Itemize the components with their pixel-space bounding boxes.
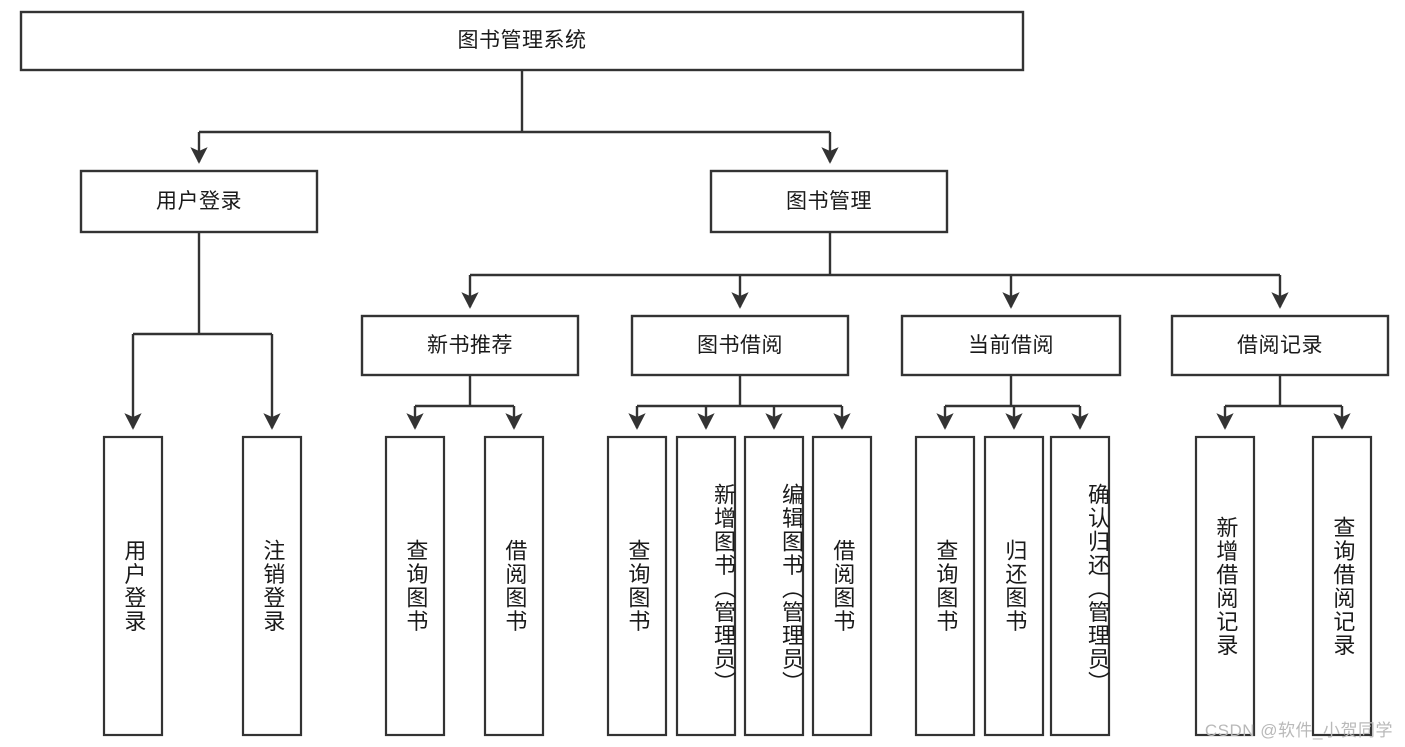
node-box-leaf-user-logout[interactable]: [241, 435, 303, 737]
node-box-leaf-query-record[interactable]: [1311, 435, 1373, 737]
connector-book-manage-bus: [470, 232, 1280, 307]
node-box-leaf-add-record[interactable]: [1194, 435, 1256, 737]
node-box-borrow-record[interactable]: [1170, 314, 1390, 377]
node-box-current-borrow[interactable]: [900, 314, 1122, 377]
node-box-new-book-recommend[interactable]: [360, 314, 580, 377]
connector-book-borrow-bus: [637, 375, 842, 428]
connector-current-borrow-bus: [945, 375, 1080, 428]
node-box-root[interactable]: [19, 10, 1025, 72]
node-box-leaf-edit-book[interactable]: [743, 435, 805, 737]
node-box-user-login[interactable]: [79, 169, 319, 234]
node-box-leaf-query-book-1[interactable]: [384, 435, 446, 737]
node-box-book-manage[interactable]: [709, 169, 949, 234]
connector-root-bus: [199, 70, 830, 162]
node-box-book-borrow[interactable]: [630, 314, 850, 377]
connector-borrow-record-bus: [1225, 375, 1342, 428]
watermark-text: CSDN @软件_小贺同学: [1204, 721, 1393, 740]
connector-user-login-bus: [133, 232, 272, 428]
node-box-leaf-borrow-book-2[interactable]: [811, 435, 873, 737]
node-box-leaf-user-login[interactable]: [102, 435, 164, 737]
node-box-leaf-add-book[interactable]: [675, 435, 737, 737]
node-box-leaf-borrow-book-1[interactable]: [483, 435, 545, 737]
node-box-leaf-query-book-3[interactable]: [914, 435, 976, 737]
node-box-leaf-return-book[interactable]: [983, 435, 1045, 737]
connector-new-book-bus: [415, 375, 514, 428]
node-box-leaf-query-book-2[interactable]: [606, 435, 668, 737]
node-box-leaf-confirm-return[interactable]: [1049, 435, 1111, 737]
